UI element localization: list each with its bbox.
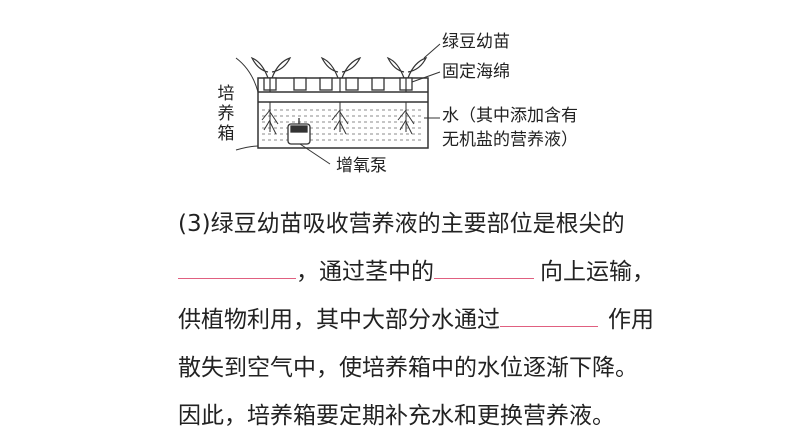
question-block: (3)绿豆幼苗吸收营养液的主要部位是根尖的 ，通过茎中的 向上运输， 供植物利用，… [178,200,778,440]
label-seedling: 绿豆幼苗 [442,32,510,52]
leader-lines [299,43,441,165]
hydroponic-diagram [235,43,441,165]
roots [261,102,415,135]
question-text: (3)绿豆幼苗吸收营养液的主要部位是根尖的 [178,211,625,237]
fixed-sponges [263,77,413,91]
question-line-2: ，通过茎中的 向上运输， [178,248,778,296]
label-tank: 培养箱 [217,84,235,144]
label-sponge: 固定海绵 [442,62,510,82]
question-text: 向上运输， [540,259,655,285]
label-water-line2: 无机盐的营养液） [442,130,578,150]
label-pump: 增氧泵 [336,156,387,176]
question-line-4: 散失到空气中，使培养箱中的水位逐渐下降。 [178,344,778,392]
answer-blank-3[interactable] [500,306,598,327]
question-line-3: 供植物利用，其中大部分水通过 作用 [178,296,778,344]
nutrient-water [262,109,424,141]
culture-tank [257,77,429,149]
seedlings [250,56,428,92]
label-water-line1: 水（其中添加含有 [442,106,578,126]
answer-blank-1[interactable] [178,258,296,279]
question-text: 作用 [608,307,654,333]
question-text: 因此，培养箱要定期补充水和更换营养液。 [178,403,615,429]
question-line-5: 因此，培养箱要定期补充水和更换营养液。 [178,392,778,440]
tank-bracket [235,57,259,151]
answer-blank-2[interactable] [434,258,534,279]
air-pump [287,118,311,145]
question-text: 供植物利用，其中大部分水通过 [178,307,500,333]
question-text: 散失到空气中，使培养箱中的水位逐渐下降。 [178,355,638,381]
question-line-1: (3)绿豆幼苗吸收营养液的主要部位是根尖的 [178,200,778,248]
question-text: ，通过茎中的 [296,259,434,285]
